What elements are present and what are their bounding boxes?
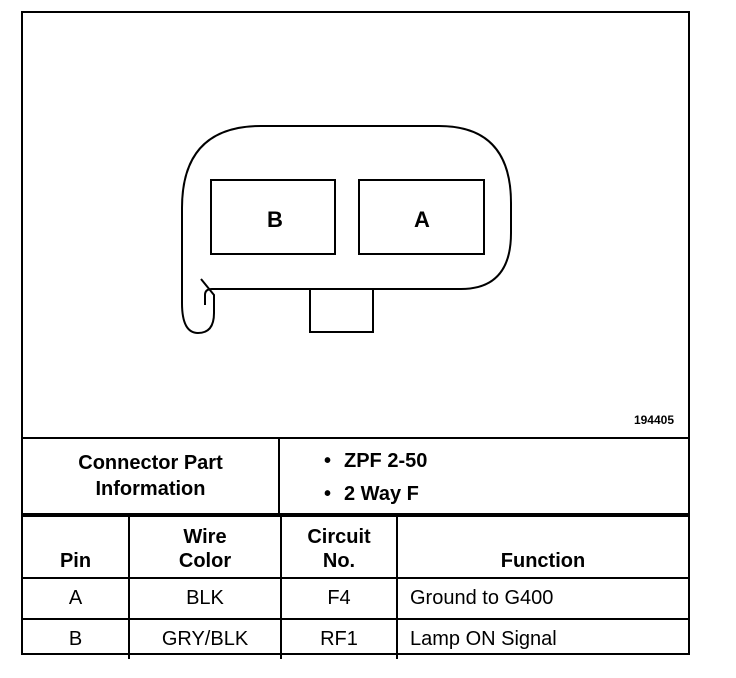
bullet-icon: • [324,483,332,505]
part-info-item: • ZPF 2-50 [324,445,688,478]
figure-id: 194405 [633,413,674,427]
header-circuit-no: Circuit No. [280,515,398,579]
header-wire-color: Wire Color [128,515,282,579]
cell-function: Lamp ON Signal [396,618,688,659]
cell-circuit: F4 [280,577,398,620]
connector-drawing: B A 194405 [23,13,688,437]
table-row: A BLK F4 Ground to G400 [23,577,688,620]
cell-wire-color: GRY/BLK [128,618,282,659]
connector-key-tab [309,289,374,333]
connector-latch [181,278,215,335]
part-info-item: • 2 Way F [324,478,688,511]
connector-body-outline [181,125,512,305]
cell-pin: A [23,577,130,620]
part-info-item-text: ZPF 2-50 [344,450,428,472]
diagram-frame: B A 194405 Connector Part Information • Z… [21,11,690,659]
part-info-list: • ZPF 2-50 • 2 Way F [280,439,688,513]
table-header-row: Pin Wire Color Circuit No. Function [23,515,688,579]
header-pin: Pin [23,515,130,579]
table-row: B GRY/BLK RF1 Lamp ON Signal [23,618,688,659]
cell-wire-color: BLK [128,577,282,620]
part-info-title: Connector Part Information [23,439,280,513]
cavity-b-label: B [267,207,283,232]
part-info-item-text: 2 Way F [344,483,419,505]
connector-face-svg: B A [181,125,512,335]
part-info-title-line1: Connector Part [78,452,223,474]
cavity-a-box [358,179,485,255]
connector-part-info: Connector Part Information • ZPF 2-50 • 2 … [23,437,688,515]
bullet-icon: • [324,450,332,472]
cavity-a-label: A [414,207,430,232]
cavity-b-box [210,179,336,255]
cell-function: Ground to G400 [396,577,688,620]
cell-circuit: RF1 [280,618,398,659]
pin-table: Pin Wire Color Circuit No. Function A BL… [23,515,688,659]
part-info-title-line2: Information [95,478,206,500]
header-function: Function [396,515,688,579]
cell-pin: B [23,618,130,659]
